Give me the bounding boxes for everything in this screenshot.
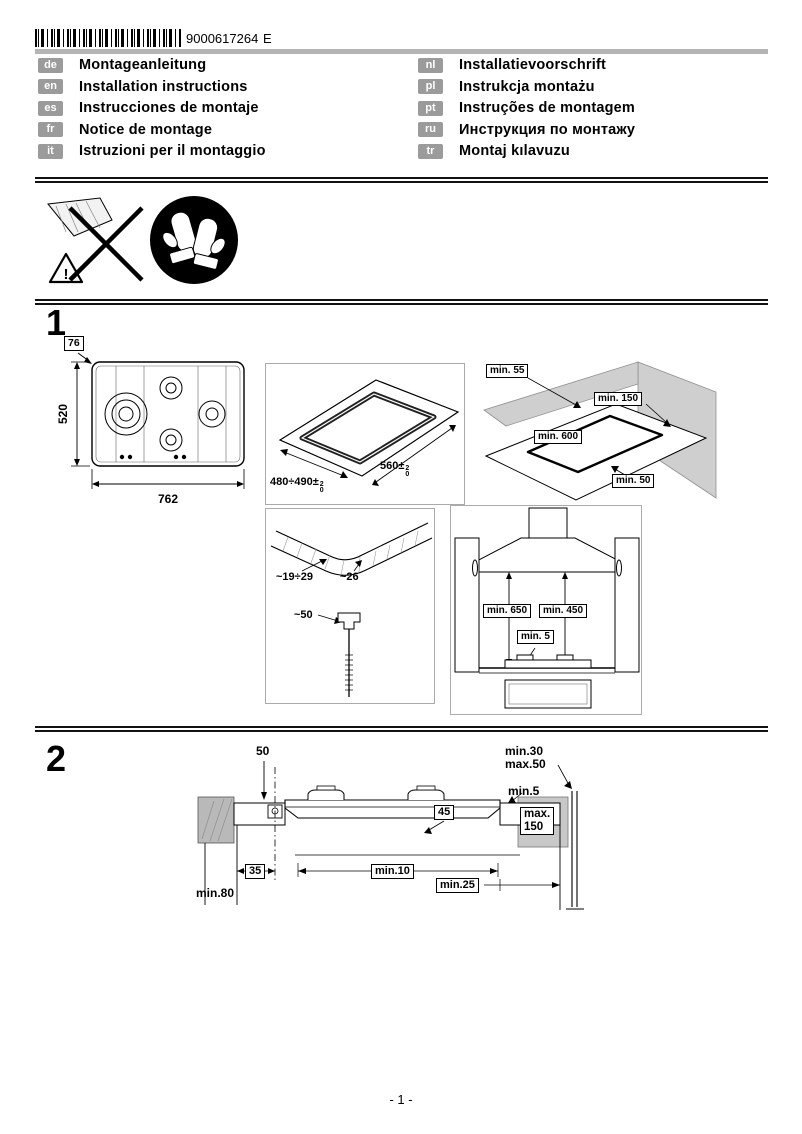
hob-depth-dim: 520	[58, 404, 70, 424]
language-row: it Istruzioni per il montaggio	[38, 143, 266, 159]
language-code-badge: tr	[418, 143, 443, 159]
gap-50-dim: 50	[256, 744, 270, 758]
divider	[35, 726, 768, 732]
header-rule	[35, 49, 768, 54]
language-title: Montaj kılavuzu	[459, 143, 570, 159]
language-code-badge: it	[38, 143, 63, 159]
language-row: ru Инструкция по монтажу	[418, 122, 635, 138]
language-row: fr Notice de montage	[38, 122, 266, 138]
language-code-badge: de	[38, 57, 63, 73]
section-2-number: 2	[46, 738, 67, 779]
corner-edge-dim: ~26	[340, 571, 359, 583]
wall-gap-dim: min.5	[508, 784, 540, 798]
hood-gap-dim: min. 5	[517, 630, 554, 644]
hood-distance-dim: min. 650	[483, 604, 532, 618]
language-list-right: nl Installatievoorschrift pl Instrukcja …	[418, 57, 635, 159]
language-title: Instrucciones de montaje	[79, 100, 259, 116]
language-title: Montageanleitung	[79, 57, 207, 73]
language-title: Instruções de montagem	[459, 100, 636, 116]
language-code-badge: ru	[418, 122, 443, 137]
depth-45-dim: 45	[434, 805, 455, 820]
min-80-dim: min.80	[196, 886, 235, 900]
page-number: - 1 -	[389, 1092, 413, 1107]
figure-hob-top-view: 520 762 76	[56, 336, 258, 508]
hood-drawing	[454, 507, 640, 709]
language-title: Installation instructions	[79, 78, 248, 95]
cabinet-distance-dim: min. 450	[539, 604, 588, 618]
min-25-dim: min.25	[436, 878, 479, 893]
min-10-dim: min.10	[371, 864, 414, 879]
language-code-badge: pt	[418, 100, 443, 116]
figure-hood-clearance: min. 650 min. 450 min. 5	[450, 505, 642, 715]
clearances-drawing	[483, 361, 717, 501]
barcode-number: 9000617264	[186, 31, 259, 46]
max-150-dim: max.150	[520, 807, 555, 835]
cutout-drawing	[278, 379, 460, 486]
wear-gloves-icon	[150, 196, 238, 284]
language-code-badge: es	[38, 100, 63, 116]
language-code-badge: fr	[38, 122, 63, 137]
language-code-badge: pl	[418, 79, 443, 94]
language-code-badge: en	[38, 79, 63, 94]
language-row: es Instrucciones de montaje	[38, 100, 266, 116]
section-1-number: 1	[46, 302, 67, 343]
hob-height-badge: 76	[64, 336, 84, 351]
figure-clearances: min. 55 min. 150 min. 600 min. 50	[478, 356, 723, 504]
clearance-side: min. 150	[594, 392, 643, 406]
language-title: Istruzioni per il montaggio	[79, 143, 266, 159]
figure-corner-detail: ~19÷29 ~26 ~50	[265, 508, 435, 704]
barcode	[35, 29, 182, 47]
clearance-front: min. 50	[612, 474, 655, 488]
corner-drawing	[270, 522, 433, 697]
corner-depth-dim: ~50	[294, 609, 313, 621]
corner-radius-dim: ~19÷29	[276, 571, 313, 583]
revision-code: E	[263, 31, 272, 46]
language-row: en Installation instructions	[38, 79, 266, 95]
divider	[35, 177, 768, 183]
language-row: nl Installatievoorschrift	[418, 57, 635, 73]
side-section-drawing	[197, 761, 584, 910]
language-list-left: de Montageanleitung en Installation inst…	[38, 57, 266, 159]
language-title: Инструкция по монтажу	[459, 121, 636, 138]
language-row: de Montageanleitung	[38, 57, 266, 73]
clearance-rear: min. 55	[486, 364, 529, 378]
language-code-badge: nl	[418, 57, 443, 73]
language-title: Instrukcja montażu	[459, 78, 595, 95]
language-title: Notice de montage	[79, 121, 213, 138]
language-title: Installatievoorschrift	[459, 57, 607, 73]
gap-35-dim: 35	[245, 864, 266, 879]
hob-drawing: 520 762	[56, 352, 245, 506]
language-row: tr Montaj kılavuzu	[418, 143, 635, 159]
clearance-width: min. 600	[534, 430, 583, 444]
hob-width-dim: 762	[158, 492, 178, 506]
language-row: pt Instruções de montagem	[418, 100, 635, 116]
language-row: pl Instrukcja montażu	[418, 79, 635, 95]
sharp-edges-warning-icon: !	[47, 197, 144, 284]
divider	[35, 299, 768, 305]
exclamation-mark: !	[64, 266, 69, 283]
